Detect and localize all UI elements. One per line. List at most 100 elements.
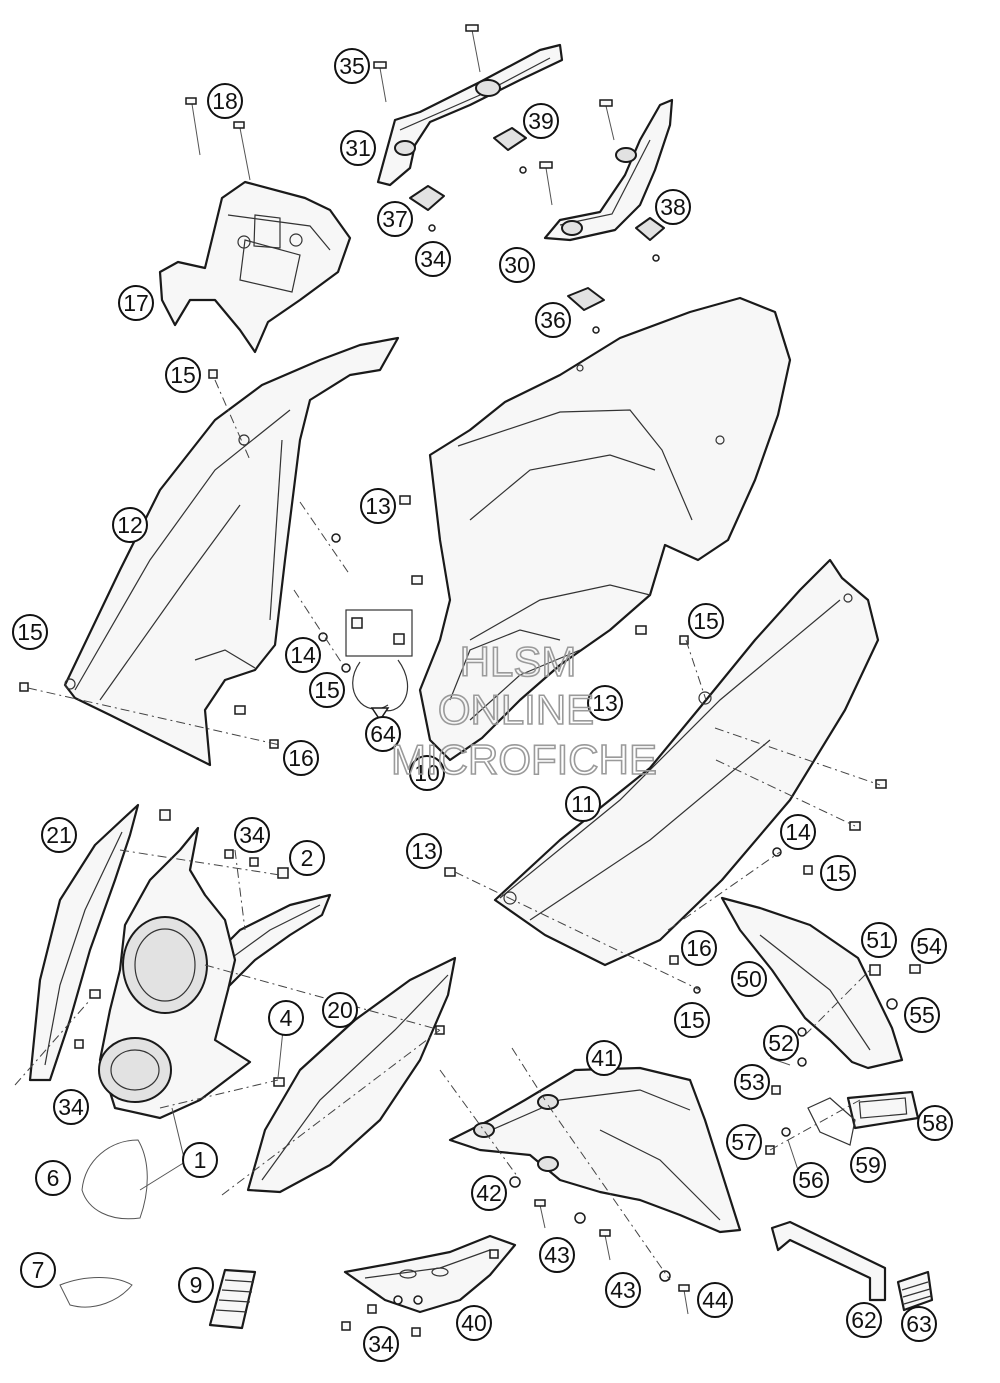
svg-text:14: 14: [785, 819, 811, 845]
front-fender-part: [448, 1066, 742, 1234]
callout-15: 15: [820, 855, 856, 891]
svg-text:17: 17: [123, 290, 149, 316]
svg-text:43: 43: [610, 1277, 636, 1303]
svg-text:34: 34: [239, 822, 265, 848]
lower-shield-part: [343, 1234, 517, 1314]
svg-text:55: 55: [909, 1002, 935, 1028]
svg-text:2: 2: [301, 845, 314, 871]
svg-text:30: 30: [504, 252, 530, 278]
svg-text:14: 14: [290, 642, 316, 668]
callout-42: 42: [471, 1175, 507, 1211]
svg-text:16: 16: [288, 745, 314, 771]
headlight-mask-part: [98, 826, 252, 1120]
callout-13: 13: [587, 685, 623, 721]
callout-63: 63: [901, 1306, 937, 1342]
license-plate-bracket-part: [720, 896, 904, 1070]
reflector-part: [846, 1090, 920, 1130]
svg-text:15: 15: [170, 362, 196, 388]
callout-62: 62: [846, 1302, 882, 1338]
svg-text:16: 16: [686, 935, 712, 961]
watermark: HLSM ONLINE MICROFICHE: [390, 637, 658, 784]
svg-text:36: 36: [540, 307, 566, 333]
detail-inset-64-part: [345, 609, 413, 722]
callout-34: 34: [234, 817, 270, 853]
clip-nut-36-part: [567, 287, 605, 334]
callout-43: 43: [539, 1237, 575, 1273]
svg-text:63: 63: [906, 1311, 932, 1337]
svg-text:35: 35: [339, 53, 365, 79]
callout-39: 39: [523, 103, 559, 139]
callout-34: 34: [415, 241, 451, 277]
callout-53: 53: [734, 1064, 770, 1100]
callout-7: 7: [20, 1252, 56, 1288]
callout-56: 56: [793, 1162, 829, 1198]
svg-text:42: 42: [476, 1180, 502, 1206]
callout-18: 18: [207, 83, 243, 119]
svg-text:62: 62: [851, 1307, 877, 1333]
callout-36: 36: [535, 302, 571, 338]
vent-grille-part: [208, 1268, 257, 1330]
lens-trim-part: [59, 1277, 133, 1308]
callout-55: 55: [904, 997, 940, 1033]
callout-11: 11: [565, 786, 601, 822]
callout-20: 20: [322, 992, 358, 1028]
svg-text:15: 15: [314, 677, 340, 703]
reflector-bracket-part: [807, 1097, 856, 1146]
callout-16: 16: [681, 930, 717, 966]
svg-text:6: 6: [47, 1165, 60, 1191]
svg-text:10: 10: [414, 760, 440, 786]
callout-59: 59: [850, 1147, 886, 1183]
callout-12: 12: [112, 507, 148, 543]
callout-41: 41: [586, 1040, 622, 1076]
callout-40: 40: [456, 1305, 492, 1341]
grab-handle-right-part: [539, 98, 674, 242]
svg-text:44: 44: [702, 1287, 728, 1313]
callout-51: 51: [861, 922, 897, 958]
svg-text:1: 1: [194, 1147, 207, 1173]
callout-6: 6: [35, 1160, 71, 1196]
callout-64: 64: [365, 716, 401, 752]
svg-text:50: 50: [736, 966, 762, 992]
clip-nut-38-part: [635, 217, 665, 262]
svg-text:15: 15: [693, 608, 719, 634]
callout-13: 13: [360, 488, 396, 524]
svg-text:4: 4: [280, 1005, 293, 1031]
svg-text:13: 13: [592, 690, 618, 716]
svg-text:56: 56: [798, 1167, 824, 1193]
svg-text:51: 51: [866, 927, 892, 953]
callout-14: 14: [780, 814, 816, 850]
svg-text:7: 7: [32, 1257, 45, 1283]
callout-15: 15: [165, 357, 201, 393]
tail-light-housing-part: [158, 180, 352, 354]
callout-35: 35: [334, 48, 370, 84]
svg-text:64: 64: [370, 721, 396, 747]
callout-4: 4: [268, 1000, 304, 1036]
rear-fairing-part: [418, 296, 792, 762]
callout-34: 34: [363, 1326, 399, 1362]
svg-text:34: 34: [368, 1331, 394, 1357]
callout-30: 30: [499, 247, 535, 283]
svg-text:59: 59: [855, 1152, 881, 1178]
callout-2: 2: [289, 840, 325, 876]
svg-text:21: 21: [46, 822, 72, 848]
svg-text:31: 31: [345, 135, 371, 161]
callout-37: 37: [377, 201, 413, 237]
assembly-lines: [14, 379, 881, 1281]
svg-text:40: 40: [461, 1310, 487, 1336]
watermark-line-3: MICROFICHE: [391, 736, 657, 783]
callout-50: 50: [731, 961, 767, 997]
front-fairing-side-left-part: [28, 803, 140, 1082]
watermark-line-2: ONLINE: [438, 686, 594, 733]
grab-handle-left-part: [373, 24, 564, 187]
svg-text:11: 11: [571, 791, 595, 817]
callout-21: 21: [41, 817, 77, 853]
svg-text:54: 54: [916, 933, 942, 959]
svg-text:37: 37: [382, 206, 408, 232]
svg-text:15: 15: [825, 860, 851, 886]
callout-1: 1: [182, 1142, 218, 1178]
svg-text:53: 53: [739, 1069, 765, 1095]
svg-text:34: 34: [420, 246, 446, 272]
svg-text:20: 20: [327, 997, 353, 1023]
callout-58: 58: [917, 1105, 953, 1141]
